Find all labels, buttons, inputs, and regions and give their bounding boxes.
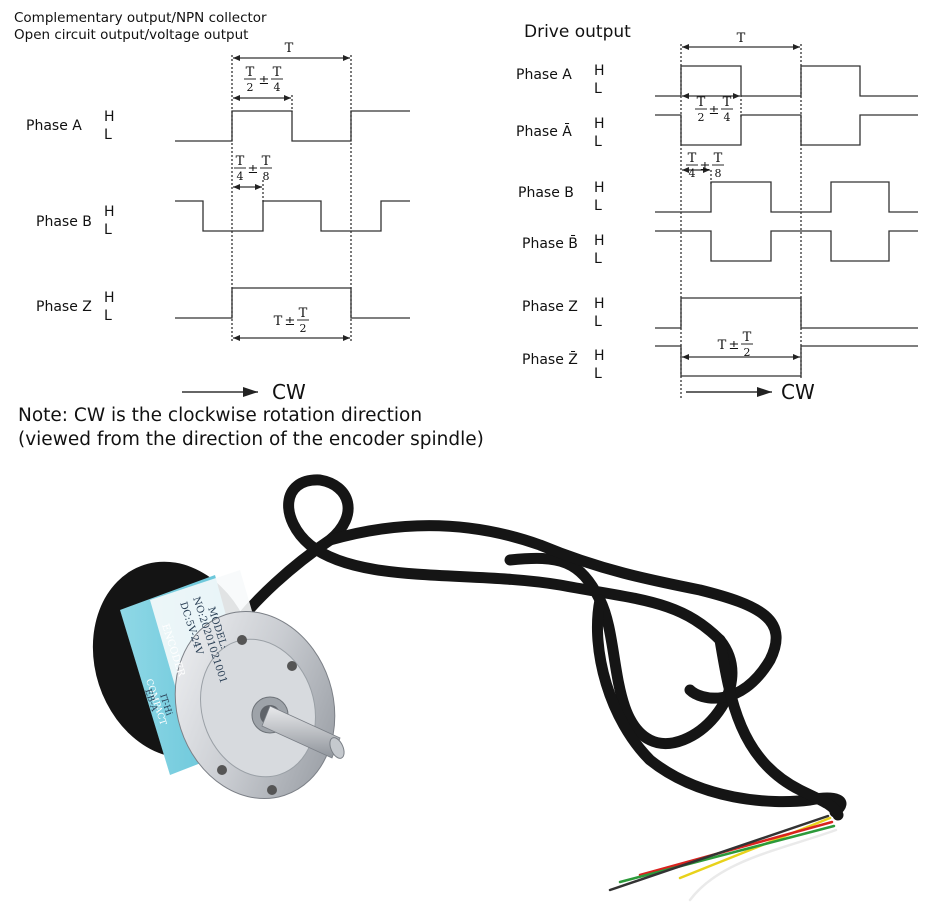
left-phase-a-high: H bbox=[104, 109, 115, 125]
left-dim-b-sep: ± bbox=[248, 162, 259, 177]
note-line2: (viewed from the direction of the encode… bbox=[18, 429, 484, 450]
left-dim-b-den1: 4 bbox=[237, 170, 244, 183]
left-dim-z-sep: ± bbox=[285, 314, 296, 329]
right-dim-z-sep: ± bbox=[729, 338, 740, 353]
right-dim-z-num: T bbox=[743, 330, 752, 345]
right-phase-zbar-low: L bbox=[594, 366, 602, 382]
left-phase-z-low: L bbox=[104, 308, 112, 324]
right-dim-b-den2: 8 bbox=[715, 167, 722, 180]
right-phase-zbar-high: H bbox=[594, 348, 605, 364]
left-dim-a-den1: 2 bbox=[247, 81, 254, 94]
left-phase-z-high: H bbox=[104, 290, 115, 306]
left-period-label: T bbox=[285, 41, 294, 56]
left-dim-a-den2: 4 bbox=[274, 81, 281, 94]
left-phase-b-label: Phase B bbox=[36, 214, 92, 230]
right-phase-z-wave bbox=[655, 297, 918, 329]
right-phase-abar-high: H bbox=[594, 116, 605, 132]
right-cw-label: CW bbox=[781, 380, 815, 404]
left-dim-a-num: T bbox=[246, 65, 255, 80]
left-dim-z-num: T bbox=[299, 306, 308, 321]
cable bbox=[216, 474, 847, 821]
right-phase-z-label: Phase Z bbox=[522, 299, 578, 315]
left-dim-z-den: 2 bbox=[300, 322, 307, 335]
right-dim-z-den: 2 bbox=[744, 346, 751, 359]
left-title-line2: Open circuit output/voltage output bbox=[14, 27, 249, 43]
right-phase-bbar-low: L bbox=[594, 251, 602, 267]
encoder-body bbox=[92, 561, 345, 800]
left-title-line1: Complementary output/NPN collector bbox=[14, 10, 267, 26]
encoder-photo: MODEL: NO:20201021001 DC:5V-24V ENCODER … bbox=[92, 474, 847, 902]
right-dim-a-den1: 2 bbox=[698, 111, 705, 124]
left-dim-a-sep: ± bbox=[259, 73, 270, 88]
left-phase-z-wave bbox=[175, 287, 410, 319]
right-dim-a-num2: T bbox=[723, 95, 732, 110]
right-phase-zbar-wave bbox=[655, 345, 918, 377]
left-dim-b-num1: T bbox=[236, 154, 245, 169]
right-phase-b-wave bbox=[655, 181, 918, 213]
right-dim-b-sep: ± bbox=[700, 159, 711, 174]
right-dim-a-num: T bbox=[697, 95, 706, 110]
wire-bundle bbox=[608, 814, 838, 902]
right-phase-a-low: L bbox=[594, 81, 602, 97]
right-period-label: T bbox=[737, 31, 746, 46]
left-phase-b-low: L bbox=[104, 222, 112, 238]
right-phase-abar-low: L bbox=[594, 134, 602, 150]
right-phase-b-label: Phase B bbox=[518, 185, 574, 201]
right-dim-a-den2: 4 bbox=[724, 111, 731, 124]
right-phase-abar-label: Phase Ā bbox=[516, 124, 572, 140]
left-cw-label: CW bbox=[272, 380, 306, 404]
right-dim-b-num2: T bbox=[714, 151, 723, 166]
right-phase-zbar-label: Phase Z̄ bbox=[522, 352, 578, 368]
right-phase-b-low: L bbox=[594, 198, 602, 214]
right-phase-a-label: Phase A bbox=[516, 67, 572, 83]
right-phase-bbar-wave bbox=[655, 230, 918, 262]
right-phase-bbar-label: Phase B̄ bbox=[522, 236, 578, 252]
right-phase-bbar-high: H bbox=[594, 233, 605, 249]
left-dim-b-den2: 8 bbox=[263, 170, 270, 183]
left-phase-b-high: H bbox=[104, 204, 115, 220]
note-line1: Note: CW is the clockwise rotation direc… bbox=[18, 405, 423, 426]
left-phase-a-wave bbox=[175, 110, 410, 142]
right-dim-z-prefix: T bbox=[718, 338, 727, 353]
left-phase-b-wave bbox=[175, 200, 410, 232]
left-dim-z-prefix: T bbox=[274, 314, 283, 329]
right-dim-b-den1: 4 bbox=[689, 167, 696, 180]
drive-output-title: Drive output bbox=[524, 22, 631, 42]
right-phase-z-low: L bbox=[594, 314, 602, 330]
right-phase-z-high: H bbox=[594, 296, 605, 312]
left-phase-a-label: Phase A bbox=[26, 118, 82, 134]
right-phase-a-high: H bbox=[594, 63, 605, 79]
left-phase-a-low: L bbox=[104, 127, 112, 143]
left-phase-z-label: Phase Z bbox=[36, 299, 92, 315]
right-phase-a-wave bbox=[655, 65, 918, 97]
left-dim-a-num2: T bbox=[273, 65, 282, 80]
right-dim-a-sep: ± bbox=[709, 103, 720, 118]
right-phase-abar-wave bbox=[655, 114, 918, 146]
right-phase-b-high: H bbox=[594, 180, 605, 196]
timing-diagrams: T T 2 ± T 4 T 4 ± T 8 T ± T 2 bbox=[175, 31, 918, 398]
right-dim-b-num1: T bbox=[688, 151, 697, 166]
left-dim-b-num2: T bbox=[262, 154, 271, 169]
